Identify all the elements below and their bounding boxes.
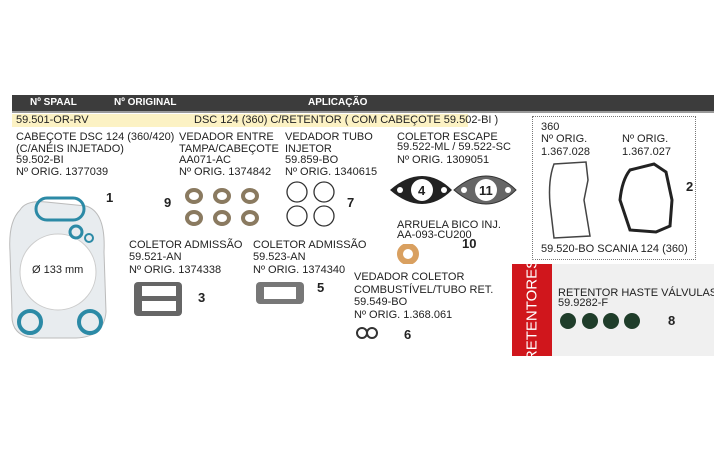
callout-9: 9	[164, 195, 172, 210]
callout-3: 3	[198, 290, 206, 305]
callout-10: 10	[462, 236, 477, 251]
tampa-b-label: Nº ORIG.	[622, 133, 669, 145]
kit-code: 59.501-OR-RV	[16, 114, 89, 126]
cabecote-title: CABEÇOTE DSC 124 (360/420)	[16, 131, 175, 143]
tampa-a-label: Nº ORIG.	[541, 133, 588, 145]
escape-gaskets-image	[390, 175, 517, 205]
small-o-rings-image	[356, 327, 378, 339]
vedador-comb-orig: Nº ORIG. 1.368.061	[354, 309, 453, 321]
admissao2-code: 59.523-AN	[253, 251, 306, 263]
admissao1-orig: Nº ORIG. 1374338	[129, 264, 222, 276]
callout-4: 4	[418, 183, 426, 198]
vedador-comb-desc: COMBUSTÍVEL/TUBO RET.	[354, 284, 494, 296]
col-spaal: Nº SPAAL	[30, 97, 77, 108]
callout-6: 6	[404, 327, 412, 342]
escape-orig: Nº ORIG. 1309051	[397, 154, 490, 166]
o-rings-image	[286, 181, 335, 227]
retentor-panel	[552, 264, 714, 356]
kit-row: 59.501-OR-RV DSC 124 (360) C/RETENTOR ( …	[12, 114, 498, 127]
intake-gasket-1-image	[134, 282, 182, 316]
col-original: Nº ORIGINAL	[114, 97, 177, 108]
callout-5: 5	[317, 280, 325, 295]
admissao1-title: COLETOR ADMISSÃO	[129, 239, 243, 251]
retentores-tag: RETENTORES	[512, 259, 552, 361]
arruela-code: AA-093-CU200	[397, 229, 472, 241]
arruela-title: ARRUELA BICO INJ.	[397, 219, 501, 231]
vedador-tubo-code: 59.859-BO	[285, 154, 339, 166]
cabecote-desc: (C/ANÉIS INJETADO)	[16, 143, 124, 155]
admissao1-code: 59.521-AN	[129, 251, 182, 263]
escape-title: COLETOR ESCAPE	[397, 131, 498, 143]
vedador-comb-code: 59.549-BO	[354, 296, 408, 308]
escape-code: 59.522-ML / 59.522-SC	[397, 141, 511, 153]
intake-gasket-2-image	[256, 282, 304, 304]
callout-1: 1	[106, 190, 114, 205]
tampa-footer: 59.520-BO SCANIA 124 (360)	[541, 243, 688, 255]
kit-application: DSC 124 (360) C/RETENTOR ( COM CABEÇOTE …	[194, 114, 499, 126]
tampa-label: 360	[541, 121, 560, 133]
callout-8: 8	[668, 313, 676, 328]
valve-cover-gaskets-image	[548, 161, 674, 239]
retentor-code: 59.9282-F	[558, 297, 609, 309]
tampa-a-orig: 1.367.028	[541, 146, 590, 158]
retentores-label: RETENTORES	[523, 258, 541, 362]
cabecote-code: 59.502-BI	[16, 154, 64, 166]
vedador-tampa-desc: TAMPA/CABEÇOTE	[179, 143, 279, 155]
callout-2: 2	[686, 179, 694, 194]
valve-cover-box	[532, 116, 696, 260]
admissao2-orig: Nº ORIG. 1374340	[253, 264, 346, 276]
copper-washer-image	[397, 244, 419, 264]
head-gasket-image	[9, 196, 107, 339]
bore-diameter: Ø 133 mm	[32, 264, 84, 276]
vedador-tampa-orig: Nº ORIG. 1374842	[179, 166, 272, 178]
col-aplicacao: APLICAÇÃO	[308, 97, 368, 108]
callout-7: 7	[347, 195, 355, 210]
vedador-tampa-code: AA071-AC	[179, 154, 231, 166]
vedador-tampa-title: VEDADOR ENTRE	[179, 131, 274, 143]
vedador-comb-title: VEDADOR COLETOR	[354, 271, 465, 283]
admissao2-title: COLETOR ADMISSÃO	[253, 239, 367, 251]
tampa-b-orig: 1.367.027	[622, 146, 671, 158]
retentor-title: RETENTOR HASTE VÁLVULAS	[558, 287, 714, 299]
callout-11: 11	[479, 183, 493, 198]
vedador-tubo-title: VEDADOR TUBO	[285, 131, 373, 143]
vedador-tubo-desc: INJETOR	[285, 143, 332, 155]
seal-rings-image	[185, 188, 259, 226]
valve-stem-seals-image	[560, 313, 640, 329]
table-header: Nº SPAAL Nº ORIGINAL APLICAÇÃO	[12, 95, 714, 113]
vedador-tubo-orig: Nº ORIG. 1340615	[285, 166, 378, 178]
cabecote-orig: Nº ORIG. 1377039	[16, 166, 109, 178]
